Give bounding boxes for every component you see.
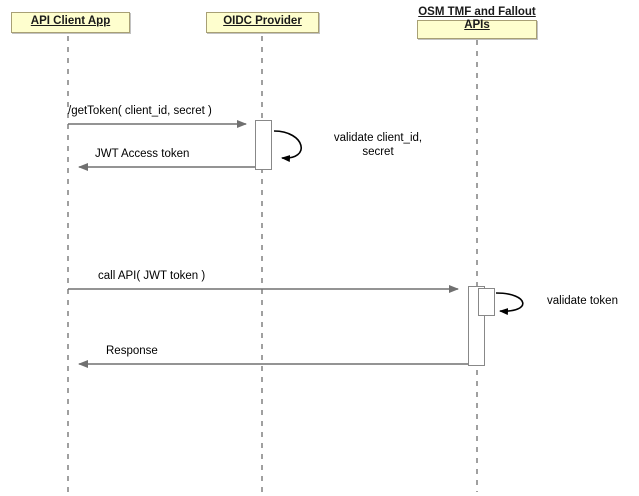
activation-bar-oidc-provider: [255, 120, 272, 170]
participant-box-osm-tmf-fallout-apis[interactable]: [417, 20, 537, 39]
self-message-arc-validate-credentials: [273, 130, 302, 163]
message-label-jwt-access-token: JWT Access token: [95, 148, 190, 160]
participant-box-oidc-provider[interactable]: [206, 12, 319, 33]
self-message-arc-validate-token: [495, 292, 524, 315]
self-message-label-validate-token: validate token: [547, 295, 618, 307]
message-label-get-token: /getToken( client_id, secret ): [68, 105, 212, 117]
message-label-response: Response: [106, 345, 158, 357]
self-message-label-validate-credentials: validate client_id, secret: [333, 132, 423, 158]
message-label-call-api: call API( JWT token ): [98, 270, 206, 282]
participant-box-api-client-app[interactable]: [11, 12, 130, 33]
activation-bar-osm-inner: [478, 288, 495, 316]
